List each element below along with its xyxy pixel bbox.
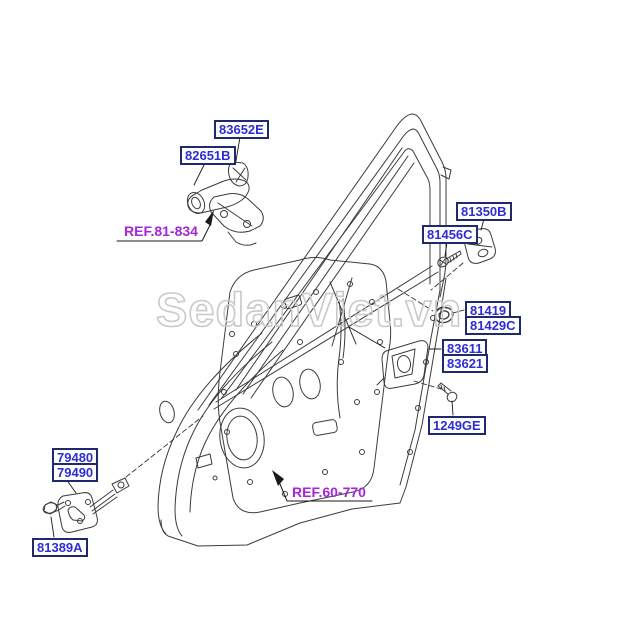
part-label-81419[interactable]: 81419 — [465, 301, 512, 320]
inside-handle-bezel — [376, 340, 429, 389]
assembly-dashed-lines — [125, 262, 464, 478]
part-label-81429C[interactable]: 81429C — [465, 316, 521, 335]
part-label-81389A[interactable]: 81389A — [32, 538, 88, 557]
door-panel-outline — [157, 113, 452, 547]
outside-handle-assembly — [186, 161, 264, 246]
bezel-screw — [437, 382, 458, 403]
ref-81-834-arrow — [116, 210, 214, 242]
part-label-79490[interactable]: 79490 — [52, 463, 99, 482]
door-checker — [57, 477, 130, 533]
door-module-panel — [217, 257, 392, 514]
part-label-1249GE[interactable]: 1249GE — [428, 416, 486, 435]
part-label-81350B[interactable]: 81350B — [456, 202, 512, 221]
ref-link-60-770[interactable]: REF.60-770 — [292, 484, 366, 500]
ref-60-770-arrow — [272, 470, 373, 502]
part-label-81456C[interactable]: 81456C — [422, 225, 478, 244]
part-label-83621[interactable]: 83621 — [442, 354, 489, 373]
part-label-82651B[interactable]: 82651B — [180, 146, 236, 165]
ref-link-81-834[interactable]: REF.81-834 — [124, 223, 198, 239]
part-label-83652E[interactable]: 83652E — [214, 120, 269, 139]
label-leader-lines — [50, 136, 485, 538]
striker-screw — [437, 250, 462, 268]
checker-bolt — [42, 501, 66, 515]
